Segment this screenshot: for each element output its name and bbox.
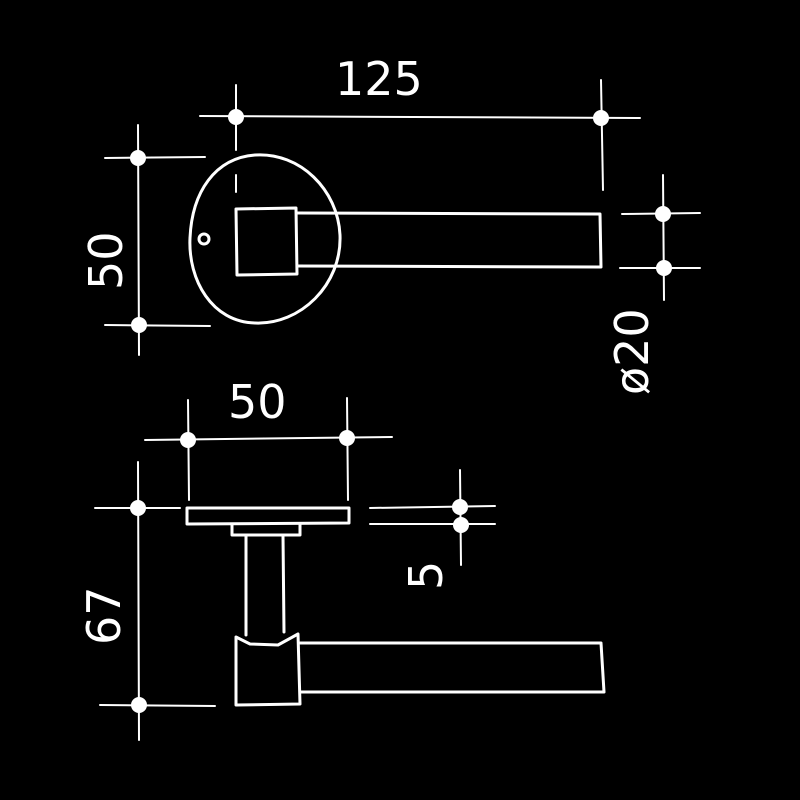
dim-d20-line [662, 174, 665, 301]
dim-d20-label: ø20 [605, 308, 659, 395]
neck-square [234, 206, 299, 277]
dim-125-label: 125 [335, 52, 423, 106]
dim-5-tick-bottom [453, 517, 469, 533]
screw-hole [197, 232, 211, 246]
dim-67-tick-bottom [131, 697, 147, 713]
dim-125-line [199, 115, 641, 119]
dim-d20-tick-top [655, 206, 671, 222]
dim-125-ext-right [600, 79, 604, 191]
lever-bar [295, 211, 603, 269]
dim-50-ext-bottom [104, 324, 211, 327]
dim-50s-tick-right [339, 430, 355, 446]
dim-125-tick-left [228, 109, 244, 125]
dim-50s-tick-left [180, 432, 196, 448]
side-view: 50 5 67 [77, 375, 606, 741]
dim-50s-ext-left [187, 399, 190, 501]
rose-plate [185, 506, 351, 526]
dim-5-ext-top [369, 505, 496, 509]
dim-5-label: 5 [399, 561, 453, 590]
dim-50s-label: 50 [228, 375, 287, 429]
elbow-block [234, 632, 302, 707]
dim-125-tick-right [593, 110, 609, 126]
neck-collar [230, 522, 302, 537]
dim-50-tick-bottom [131, 317, 147, 333]
dim-5-tick-top [452, 499, 468, 515]
dim-50-ext-top [104, 156, 206, 159]
dim-50s-ext-right [346, 397, 349, 501]
dim-67-ext-bottom [99, 704, 216, 707]
front-view: 125 50 ø20 [79, 52, 701, 395]
rose-outline [188, 153, 342, 325]
dim-67-tick-top [130, 500, 146, 516]
lever-side [298, 641, 606, 694]
dim-50-tick-top [130, 150, 146, 166]
dim-d20-tick-bottom [656, 260, 672, 276]
dim-67-label: 67 [77, 586, 131, 645]
stem [244, 534, 286, 637]
dim-50-label: 50 [79, 231, 133, 290]
